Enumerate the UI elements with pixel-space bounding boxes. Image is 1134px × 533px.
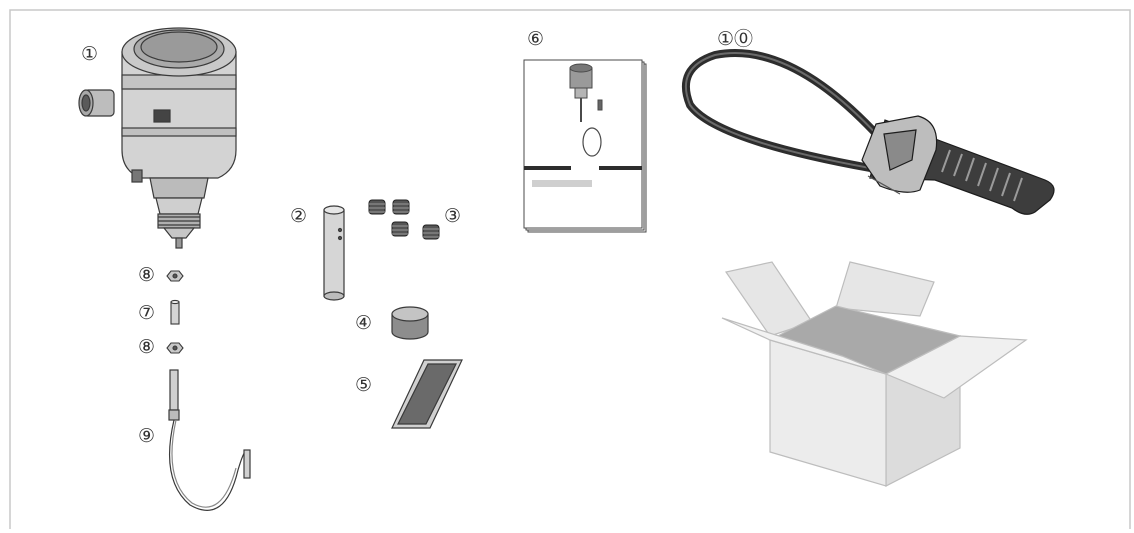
shipping-box-icon bbox=[721, 261, 1028, 487]
callout-6: ⑥ bbox=[527, 28, 545, 50]
cap-icon bbox=[391, 306, 429, 340]
lock-nut-icon bbox=[166, 342, 184, 354]
callout-1: ① bbox=[81, 43, 99, 65]
callout-8-top: ⑧ bbox=[138, 264, 156, 286]
callout-4: ④ bbox=[355, 312, 373, 334]
probe-cable-icon bbox=[168, 369, 251, 511]
level-switch-device-icon bbox=[78, 27, 237, 249]
sealing-strip-icon bbox=[391, 359, 463, 429]
strap-wrench-icon bbox=[682, 49, 1055, 215]
callout-2: ② bbox=[290, 205, 308, 227]
callout-8-bottom: ⑧ bbox=[138, 336, 156, 358]
test-rod-icon bbox=[323, 205, 345, 301]
threaded-adapters-icon bbox=[368, 199, 440, 240]
callout-9: ⑨ bbox=[138, 425, 156, 447]
manual-booklet-icon bbox=[523, 59, 647, 233]
spacer-icon bbox=[170, 299, 180, 325]
callout-5: ⑤ bbox=[355, 374, 373, 396]
callout-10: ①⓪ bbox=[717, 28, 754, 50]
callout-3: ③ bbox=[444, 205, 462, 227]
callout-7: ⑦ bbox=[138, 302, 156, 324]
lock-nut-icon bbox=[166, 270, 184, 282]
